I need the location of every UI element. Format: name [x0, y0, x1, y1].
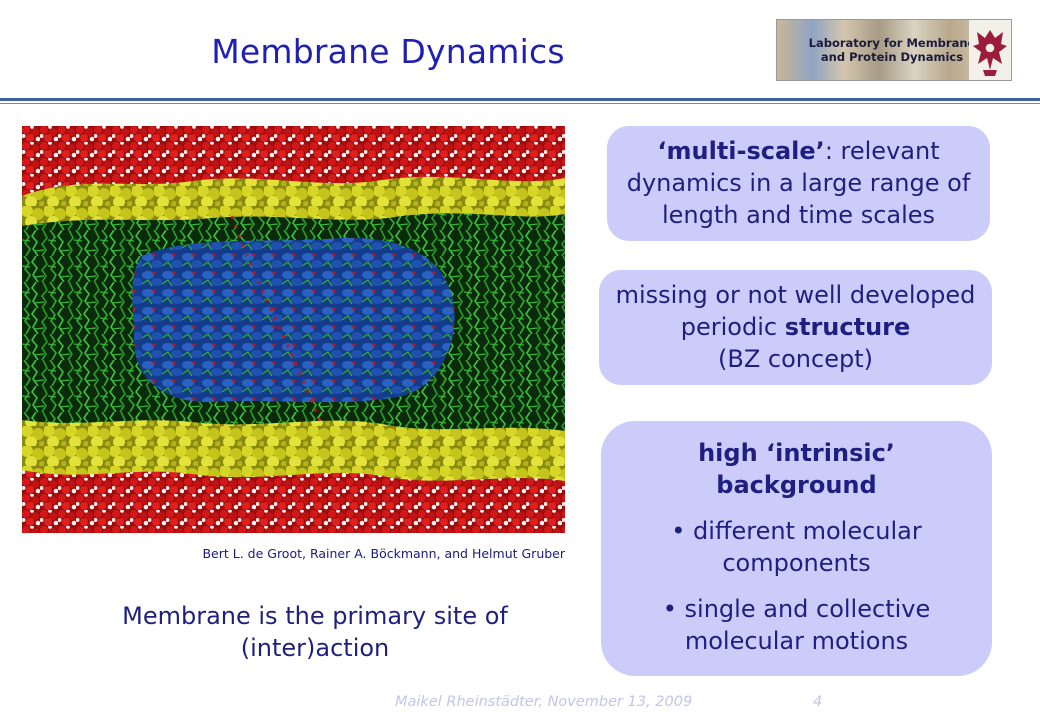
header-rule-thin: [0, 103, 1040, 104]
header-rule-thick: [0, 98, 1040, 101]
slide-title: Membrane Dynamics: [211, 32, 565, 71]
logo-text-line1: Laboratory for Membrane: [808, 36, 976, 50]
box2-line2-pre: periodic: [680, 313, 785, 341]
box1-rest: : relevant: [824, 137, 940, 165]
box1-line3: length and time scales: [661, 201, 936, 229]
box2-line1: missing or not well developed: [615, 281, 976, 309]
membrane-simulation-image: [22, 126, 565, 533]
university-crest-icon: [969, 20, 1011, 80]
box3-bullet2-line2: molecular motions: [684, 627, 909, 655]
structure-box: missing or not well developed periodic s…: [599, 270, 992, 385]
box3-bullet1-line1: • different molecular: [671, 517, 922, 545]
footer-author-date: Maikel Rheinstädter, November 13, 2009: [395, 694, 693, 710]
logo-text-line2: and Protein Dynamics: [820, 50, 964, 64]
box1-line1: ‘multi-scale’: relevant: [607, 135, 990, 167]
box2-line2: periodic structure: [599, 311, 992, 343]
box3-heading2: background: [601, 469, 992, 501]
box3-bullet1-line2: components: [722, 549, 871, 577]
box3-heading2-text: background: [716, 471, 877, 499]
box1-bold: ‘multi-scale’: [657, 137, 825, 165]
multi-scale-box: ‘multi-scale’: relevant dynamics in a la…: [607, 126, 990, 241]
footer-page-number: 4: [813, 694, 823, 710]
box1-line2: dynamics in a large range of: [626, 169, 971, 197]
box3-heading1-text: high ‘intrinsic’: [698, 439, 895, 467]
logo-collage-image: [777, 20, 973, 80]
statement-line2: (inter)action: [240, 634, 390, 662]
box3-heading1: high ‘intrinsic’: [601, 437, 992, 469]
logo-text: Laboratory for Membrane and Protein Dyna…: [807, 36, 977, 64]
box2-line3: (BZ concept): [718, 345, 873, 373]
image-credit: Bert L. de Groot, Rainer A. Böckmann, an…: [202, 546, 565, 561]
background-box: high ‘intrinsic’ background • different …: [601, 421, 992, 676]
box3-bullet2-line1: • single and collective: [662, 595, 931, 623]
statement-line1: Membrane is the primary site of: [122, 602, 508, 630]
box2-line2-bold: structure: [784, 313, 911, 341]
membrane-statement: Membrane is the primary site of (inter)a…: [60, 600, 570, 664]
lab-logo: Laboratory for Membrane and Protein Dyna…: [776, 19, 1012, 81]
